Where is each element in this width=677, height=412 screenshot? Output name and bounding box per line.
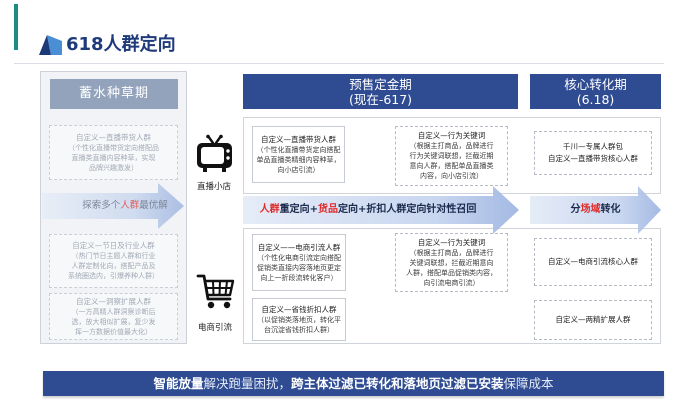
live-presale-card-live-audience: 自定义—直播带货人群 （个性化直播带货定向搭配 单品直播类精细内容种草， 向小店… [252,126,345,183]
card-title: 自定义—节日及行业人群 [72,241,155,250]
card-title: 自定义—行为关键词 [417,237,486,247]
title-divider [14,63,664,64]
page-title: 618人群定向 [66,34,176,55]
arrow-right-icon [243,186,519,234]
card-title: 自定义—省钱折扣人群 [261,304,337,314]
seeding-card-festival-industry-audience: 自定义—节日及行业人群 （热门节日主题人群和行业 人群定制化向，搭配产品及 系统… [49,234,178,288]
seeding-banner-text: 探索多个人群最优解 [62,193,188,219]
banner-text: 转化 [600,204,621,215]
card-title: 自定义—行为关键词 [417,131,486,140]
card-text: （以促销类落地页，转化平 [257,315,341,324]
card-title: 自定义—洞察扩展人群 [76,296,151,306]
card-text: 台沉淀省钱折扣人群） [264,325,334,334]
card-text: （根据主打商品，品牌进行 [409,142,494,150]
card-title: 自定义—直播带货人群 [76,132,151,142]
card-text: （个性化直播带货定向搭配品 [68,143,159,152]
live-core-card-qianchuan-audience: 千川—专属人群包 自定义—直播带货核心人群 [534,131,652,175]
shopping-cart-icon [196,271,236,311]
banner-highlight: 货品 [318,204,338,215]
card-title: 自定义—直播带货核心人群 [548,154,638,163]
ecom-presale-card-traffic-audience: 自定义——电商引流人群 （个性化电商引流定向搭配 促销类直接内容落地页更定 向上… [252,234,346,291]
card-text: 行为关键词联想，拦截近期 [409,152,494,160]
footer-summary-bar: 智能放量解决跑量困扰，跨主体过滤已转化和落地页过滤已安装保障成本 [43,371,664,396]
banner-text: 重定向+ [279,204,318,215]
phase-period: (6.18) [576,92,615,107]
card-title: 自定义——电商引流人群 [257,242,341,252]
card-title: 千川—专属人群包 [563,142,623,151]
card-text: （根据主打商品，品牌进行 [409,248,494,257]
footer-text: 保障成本 [503,376,554,391]
banner-highlight: 人群 [259,204,280,215]
live-tv-icon [195,134,235,174]
card-text: 关键词联想，拦截近期意向 [409,258,494,267]
card-text: （热门节日主题人群和行业 [71,252,156,260]
seeding-card-insight-expansion-audience: 自定义—洞察扩展人群 （一方高精人群洞察诊断后 选，放大相似扩展，复少发 挥一方… [49,293,178,340]
conversion-banner-text: 分场域转化 [530,196,661,224]
card-text: （一方高精人群洞察诊断后 [71,307,156,316]
footer-text-bold: 智能放量 [153,376,204,391]
brand-logo-icon [38,33,63,56]
conversion-banner: 分场域转化 [530,186,661,234]
banner-highlight: 人群 [120,200,140,211]
seeding-card-live-audience: 自定义—直播带货人群 （个性化直播带货定向搭配品 直播类直播内容种草，实现 品牌… [49,125,178,180]
card-text: 向小店引流） [277,165,320,174]
arrow-right-icon [42,183,184,229]
channel-label-live-store: 直播小店 [196,182,231,192]
footer-text: 解决跑量困扰， [203,376,291,391]
banner-text: 最优解 [139,200,168,211]
banner-text: 定向+折扣人群定向针对性召回 [338,204,477,215]
live-presale-card-behavior-keywords: 自定义—行为关键词 （根据主打商品，品牌进行 行为关键词联想，拦截近期 意向人群… [395,126,508,186]
card-title: 自定义—两精扩展人群 [555,315,631,324]
card-text: 向上一折段流转化客户） [260,273,338,282]
card-text: （个性化直播带货定向搭配 [256,145,341,154]
core-phase-header: 核心转化期 (6.18) [530,74,661,109]
card-text: 向引流电商引流） [423,278,480,287]
recall-banner-text: 人群重定向+货品定向+折扣人群定向针对性召回 [243,196,493,224]
ecom-core-card-core-audience: 自定义—电商引流核心人群 [534,238,652,286]
ecom-presale-card-discount-audience: 自定义—省钱折扣人群 （以促销类落地页，转化平 台沉淀省钱折扣人群） [252,298,346,341]
card-text: 人群定制化向，搭配产品及 [71,262,156,270]
card-title: 自定义—电商引流核心人群 [548,257,638,266]
card-text: 选，放大相似扩展，复少发 [71,317,156,326]
banner-text: 探索多个 [82,200,121,211]
ecom-core-card-expansion-audience: 自定义—两精扩展人群 [534,300,652,340]
phase-title: 预售定金期 [349,77,412,92]
footer-text-bold: 跨主体过滤已转化和落地页过滤已安装 [291,376,504,391]
arrow-right-icon [530,186,661,234]
card-title: 自定义—直播带货人群 [261,134,336,144]
banner-highlight: 场域 [580,204,601,215]
card-text: 挥一方数据价值最大化） [75,327,152,336]
channel-label-ecommerce: 电商引流 [197,323,232,333]
card-text: 品牌兴趣激发） [89,163,138,172]
card-text: 直播类直播内容种草，实现 [71,153,156,162]
phase-period: (现在-617) [348,92,413,107]
ecom-presale-card-behavior-keywords: 自定义—行为关键词 （根据主打商品，品牌进行 关键词联想，拦截近期意向 人群，搭… [395,233,508,292]
card-text: 系统圈选内，引爆养种人群） [68,272,159,280]
card-text: 人群，搭配单品促销类内容， [406,268,497,277]
phase-title: 核心转化期 [564,77,627,92]
card-text: 意向人群，搭配单品直播类 [409,162,494,170]
card-text: 单品直播类精细内容种草， [256,155,341,164]
recall-banner: 人群重定向+货品定向+折扣人群定向针对性召回 [243,186,519,234]
card-text: 促销类直接内容落地页更定 [257,263,341,272]
card-text: 内容，向小店引流） [420,172,483,180]
seeding-explore-banner: 探索多个人群最优解 [42,183,184,229]
presale-phase-header: 预售定金期 (现在-617) [243,74,518,109]
seeding-phase-header: 蓄水种草期 [50,79,178,109]
banner-text: 分 [570,204,581,215]
card-text: （个性化电商引流定向搭配 [257,253,341,262]
accent-bar [14,4,18,50]
